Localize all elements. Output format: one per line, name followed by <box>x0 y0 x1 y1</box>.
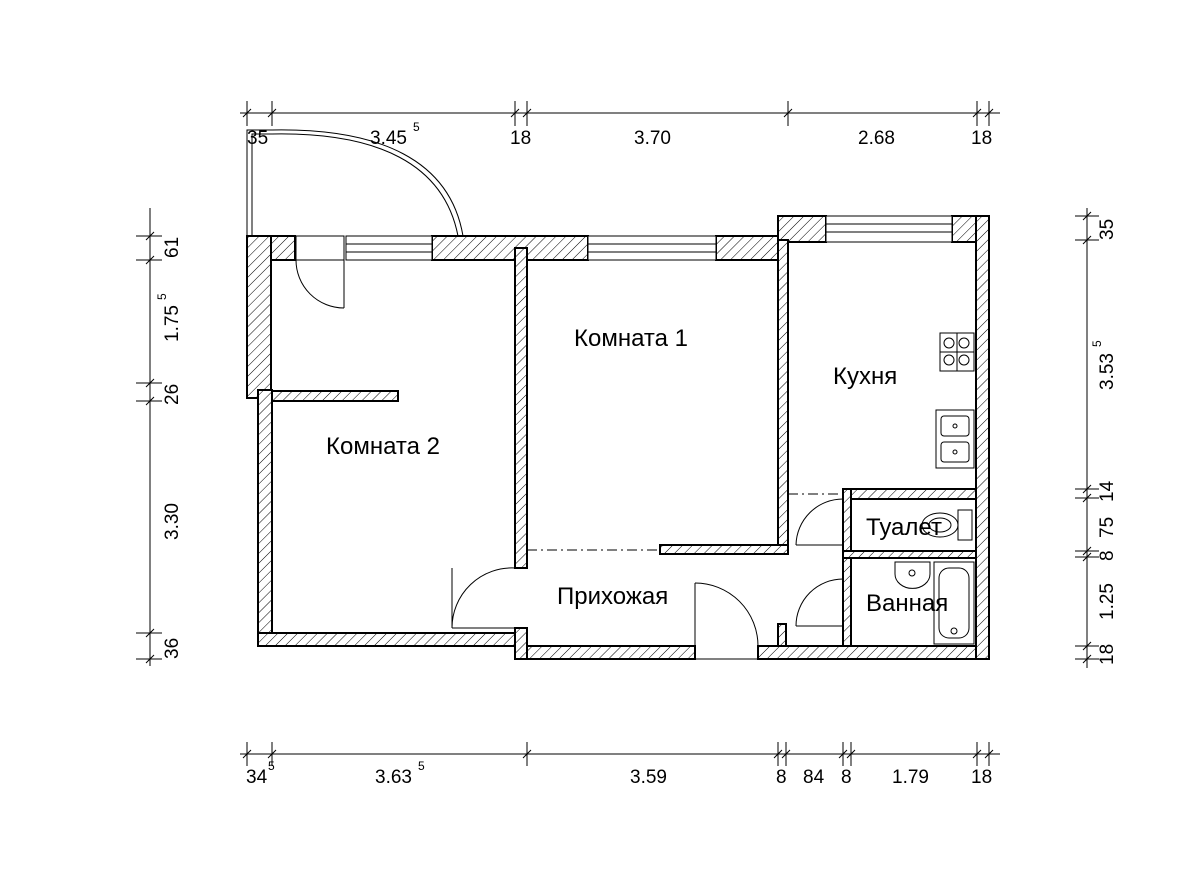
room-label-bathroom: Ванная <box>866 590 948 617</box>
dimension-right: 35 3.53 5 14 75 8 1.25 18 <box>1075 208 1118 668</box>
dim-bottom-3: 3.59 <box>630 767 667 788</box>
dim-right-5: 8 <box>1097 550 1118 561</box>
bathtub-icon <box>933 561 975 645</box>
dim-right-4: 75 <box>1097 517 1118 538</box>
dim-left-1: 61 <box>162 237 183 258</box>
balcony-door-leaf <box>295 235 345 261</box>
dim-left-5: 36 <box>162 638 183 659</box>
dim-right-6: 1.25 <box>1097 583 1118 620</box>
dim-top-3: 18 <box>510 128 531 149</box>
room-label-hallway: Прихожая <box>557 583 668 610</box>
dim-bottom-2: 3.63 <box>375 767 412 788</box>
dim-top-2: 3.45 <box>370 128 407 149</box>
dim-bottom-8: 18 <box>971 767 992 788</box>
dim-bottom-7: 1.79 <box>892 767 929 788</box>
kitchen-sink-icon <box>935 409 975 469</box>
dimension-bottom: 34 5 3.63 5 3.59 8 84 8 1.79 18 <box>240 742 1000 788</box>
dim-left-3: 26 <box>162 384 183 405</box>
dim-bottom-5: 84 <box>803 767 825 788</box>
dim-right-2-sup: 5 <box>1090 340 1104 347</box>
dim-right-1: 35 <box>1097 219 1118 240</box>
dim-left-4: 3.30 <box>162 503 183 540</box>
dim-right-7: 18 <box>1097 644 1118 665</box>
walls <box>246 215 990 660</box>
dim-bottom-6: 8 <box>841 767 852 788</box>
fixtures <box>894 332 975 645</box>
dimension-left: 61 1.75 5 26 3.30 36 <box>136 208 183 666</box>
toilet-icon <box>921 509 973 541</box>
window-kitchen <box>825 215 953 243</box>
dim-top-6: 18 <box>971 128 992 149</box>
windows <box>345 215 953 261</box>
window-room2 <box>345 235 433 261</box>
dim-right-2: 3.53 <box>1097 353 1118 390</box>
room-label-kitchen: Кухня <box>833 363 897 390</box>
dim-top-2-sup: 5 <box>413 120 420 134</box>
dimension-top: 35 3.45 5 18 3.70 2.68 18 <box>240 101 1000 149</box>
dim-top-4: 3.70 <box>634 128 671 149</box>
doors <box>246 129 844 660</box>
room-label-room2: Комната 2 <box>326 433 440 460</box>
dim-right-3: 14 <box>1097 480 1118 502</box>
room-label-room1: Комната 1 <box>574 325 688 352</box>
washbasin-icon <box>894 561 931 589</box>
dim-top-1: 35 <box>247 128 268 149</box>
dim-bottom-1-sup: 5 <box>268 759 275 773</box>
dim-bottom-4: 8 <box>776 767 787 788</box>
dim-bottom-1: 34 <box>246 767 268 788</box>
dim-bottom-2-sup: 5 <box>418 759 425 773</box>
stove-icon <box>939 332 975 372</box>
room-label-toilet: Туалет <box>866 514 942 541</box>
dim-left-2: 1.75 <box>162 305 183 342</box>
window-room1 <box>587 235 717 261</box>
room-labels: Комната 1 Комната 2 Кухня Прихожая Туале… <box>326 325 948 617</box>
dim-left-2-sup: 5 <box>155 293 169 300</box>
room-dividers <box>527 493 843 551</box>
dim-top-5: 2.68 <box>858 128 895 149</box>
